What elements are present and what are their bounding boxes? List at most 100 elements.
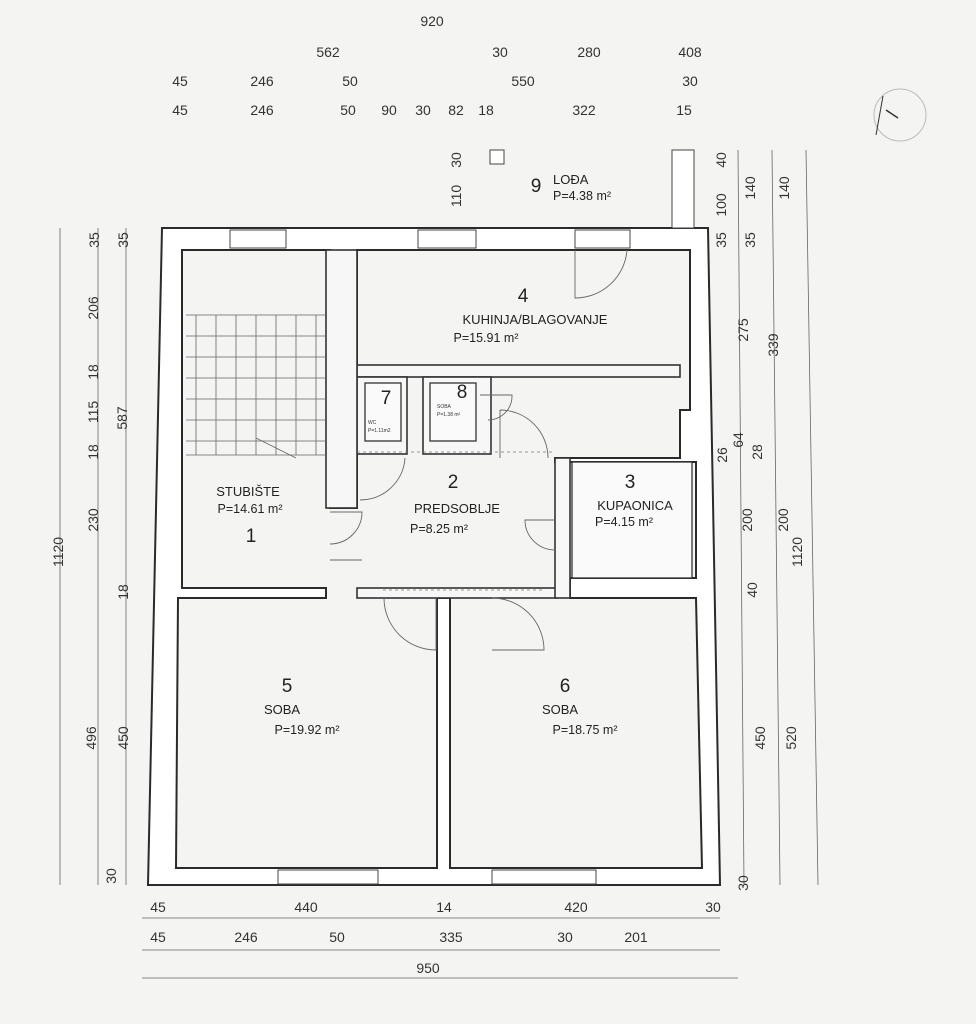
window-top-3 <box>574 229 631 249</box>
dim-right-40b: 40 <box>744 582 760 598</box>
dim-bot-335: 335 <box>439 929 463 945</box>
dim-top-18: 18 <box>478 102 494 118</box>
wc-room <box>364 382 402 442</box>
dim-left-35b: 35 <box>115 232 131 248</box>
room-9-area: P=4.38 m² <box>553 189 611 203</box>
dim-right-26: 26 <box>714 447 730 463</box>
door-kitchen <box>499 409 549 459</box>
dim-bot-30a: 30 <box>705 899 721 915</box>
dim-right-64: 64 <box>730 432 746 448</box>
dimension-lines <box>59 149 819 979</box>
dim-bot-30b: 30 <box>557 929 573 945</box>
dim-left-206: 206 <box>85 296 101 320</box>
room-8-area: P=1.38 m² <box>437 412 461 418</box>
window-top-1 <box>229 229 287 249</box>
door-stair <box>329 511 363 561</box>
room-1-number: 1 <box>246 526 257 547</box>
room-7-name: WC <box>368 420 377 426</box>
stair-right-wall <box>325 249 358 509</box>
bathroom-room <box>571 461 693 579</box>
dim-right-1120: 1120 <box>789 537 805 567</box>
dim-right-28: 28 <box>749 444 765 460</box>
left-dimensions: 1120 35 587 496 35 206 18 115 18 230 18 … <box>50 232 131 884</box>
door-room5 <box>383 597 437 651</box>
dim-right-450: 450 <box>752 726 768 750</box>
dim-bot-14: 14 <box>436 899 452 915</box>
dim-bot-45a: 45 <box>150 899 166 915</box>
dim-right-35a: 35 <box>713 232 729 248</box>
window-bottom-2 <box>491 869 597 885</box>
doors <box>329 249 628 651</box>
dim-top-562: 562 <box>316 44 340 60</box>
room-2-number: 2 <box>448 472 459 493</box>
hall-bottom-wall <box>356 587 558 599</box>
dim-top-408: 408 <box>678 44 702 60</box>
dim-top-246b: 246 <box>250 102 274 118</box>
dim-right-200a: 200 <box>739 508 755 532</box>
dim-left-18a: 18 <box>85 364 101 380</box>
dim-right-520: 520 <box>783 726 799 750</box>
dim-right-40: 40 <box>713 152 729 168</box>
dim-top-50a: 50 <box>342 73 358 89</box>
dim-right-339: 339 <box>765 333 781 357</box>
dim-top-246a: 246 <box>250 73 274 89</box>
dim-bot-246: 246 <box>234 929 258 945</box>
dim-top-45a: 45 <box>172 73 188 89</box>
north-arrow-icon <box>873 88 927 142</box>
dim-left-230: 230 <box>85 508 101 532</box>
dim-top-920: 920 <box>420 13 444 29</box>
dim-bot-45b: 45 <box>150 929 166 945</box>
dim-right-100: 100 <box>713 193 729 217</box>
dim-left-35a: 35 <box>86 232 102 248</box>
bath-left-wall <box>554 457 571 599</box>
room-1-name: STUBIŠTE <box>216 484 280 499</box>
door-bath <box>524 519 556 551</box>
dim-right-140b: 140 <box>776 176 792 200</box>
room-2-name: PREDSOBLJE <box>414 501 500 516</box>
room-6-area: P=18.75 m² <box>553 723 618 737</box>
dim-right-140a: 140 <box>742 176 758 200</box>
room-6-number: 6 <box>560 676 571 697</box>
dim-top-322: 322 <box>572 102 596 118</box>
dim-top-280: 280 <box>577 44 601 60</box>
dim-left-30: 30 <box>103 868 119 884</box>
dim-left-587: 587 <box>114 406 130 430</box>
door-pantry <box>480 394 513 421</box>
pantry-room <box>429 382 477 442</box>
dim-left-18c: 18 <box>115 584 131 600</box>
room-1-area: P=14.61 m² <box>218 502 283 516</box>
door-wc <box>359 457 406 501</box>
right-dimensions: 40 100 35 275 26 64 200 40 450 30 140 35… <box>713 152 805 891</box>
stairs <box>186 314 326 459</box>
top-dimensions: 920 562 30 280 408 45 246 50 550 30 45 2… <box>172 13 702 207</box>
window-bottom-1 <box>277 869 379 885</box>
dim-bot-50: 50 <box>329 929 345 945</box>
room-5-number: 5 <box>282 676 293 697</box>
dim-left-1120: 1120 <box>50 537 66 567</box>
dim-top-82: 82 <box>448 102 464 118</box>
room-7-number: 7 <box>381 388 392 409</box>
room-3-number: 3 <box>625 472 636 493</box>
room-6-name: SOBA <box>542 702 578 717</box>
loggia-column <box>671 149 695 229</box>
loggia <box>489 149 695 229</box>
room-4-name: KUHINJA/BLAGOVANJE <box>463 312 608 327</box>
dim-top-50b: 50 <box>340 102 356 118</box>
dim-right-275: 275 <box>735 318 751 342</box>
door-room6 <box>491 597 545 651</box>
room-4-number: 4 <box>518 286 529 307</box>
dim-top-90: 90 <box>381 102 397 118</box>
room-8-name: SOBA <box>437 404 452 410</box>
room-3-name: KUPAONICA <box>597 498 673 513</box>
room-5-area: P=19.92 m² <box>275 723 340 737</box>
dim-top-30b: 30 <box>682 73 698 89</box>
bottom-dimensions: 45 440 14 420 30 45 246 50 335 30 201 95… <box>150 899 721 976</box>
dim-top-45b: 45 <box>172 102 188 118</box>
room-labels: 9 LOĐA P=4.38 m² 4 KUHINJA/BLAGOVANJE P=… <box>216 172 673 737</box>
windows <box>229 229 631 885</box>
dim-left-18b: 18 <box>85 444 101 460</box>
kitchen-lower-wall <box>356 364 681 378</box>
dim-top-30c: 30 <box>415 102 431 118</box>
room-9-number: 9 <box>531 176 542 197</box>
